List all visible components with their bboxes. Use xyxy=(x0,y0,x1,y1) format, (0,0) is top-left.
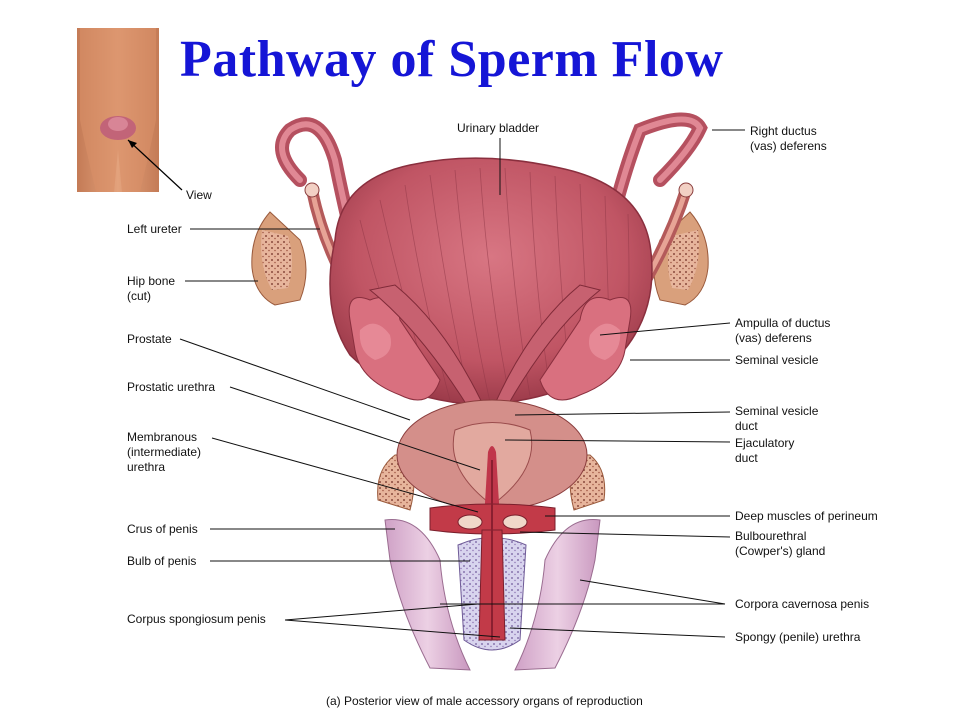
label-urinary-bladder: Urinary bladder xyxy=(457,121,540,135)
label-membranous-urethra: Membranous (intermediate) urethra xyxy=(127,430,202,474)
figure-caption: (a) Posterior view of male accessory org… xyxy=(326,694,643,708)
view-label: View xyxy=(186,188,212,202)
view-pointer-line xyxy=(127,139,183,191)
label-bulbourethral-gland: Bulbourethral (Cowper's) gland xyxy=(735,529,826,558)
label-corpus-spongiosum: Corpus spongiosum penis xyxy=(127,612,266,626)
penis-structures xyxy=(384,460,601,671)
label-seminal-vesicle: Seminal vesicle xyxy=(735,353,819,367)
label-left-ureter: Left ureter xyxy=(127,222,182,236)
seminal-vesicles xyxy=(348,297,632,401)
label-right-ductus-deferens: Right ductus (vas) deferens xyxy=(750,124,827,153)
label-prostate: Prostate xyxy=(127,332,172,346)
page-title: Pathway of Sperm Flow xyxy=(180,31,724,88)
label-ejaculatory-duct: Ejaculatory duct xyxy=(735,436,795,465)
label-ampulla: Ampulla of ductus (vas) deferens xyxy=(735,316,831,345)
label-spongy-urethra: Spongy (penile) urethra xyxy=(735,630,861,644)
label-corpora-cavernosa: Corpora cavernosa penis xyxy=(735,597,870,611)
label-hip-bone: Hip bone (cut) xyxy=(127,274,176,303)
body-inset xyxy=(77,28,183,192)
label-prostatic-urethra: Prostatic urethra xyxy=(127,380,216,394)
label-bulb-of-penis: Bulb of penis xyxy=(127,554,197,568)
leader-lines xyxy=(179,129,745,638)
label-deep-muscles: Deep muscles of perineum xyxy=(735,509,878,523)
label-seminal-vesicle-duct: Seminal vesicle duct xyxy=(735,404,819,433)
label-crus-of-penis: Crus of penis xyxy=(127,522,198,536)
